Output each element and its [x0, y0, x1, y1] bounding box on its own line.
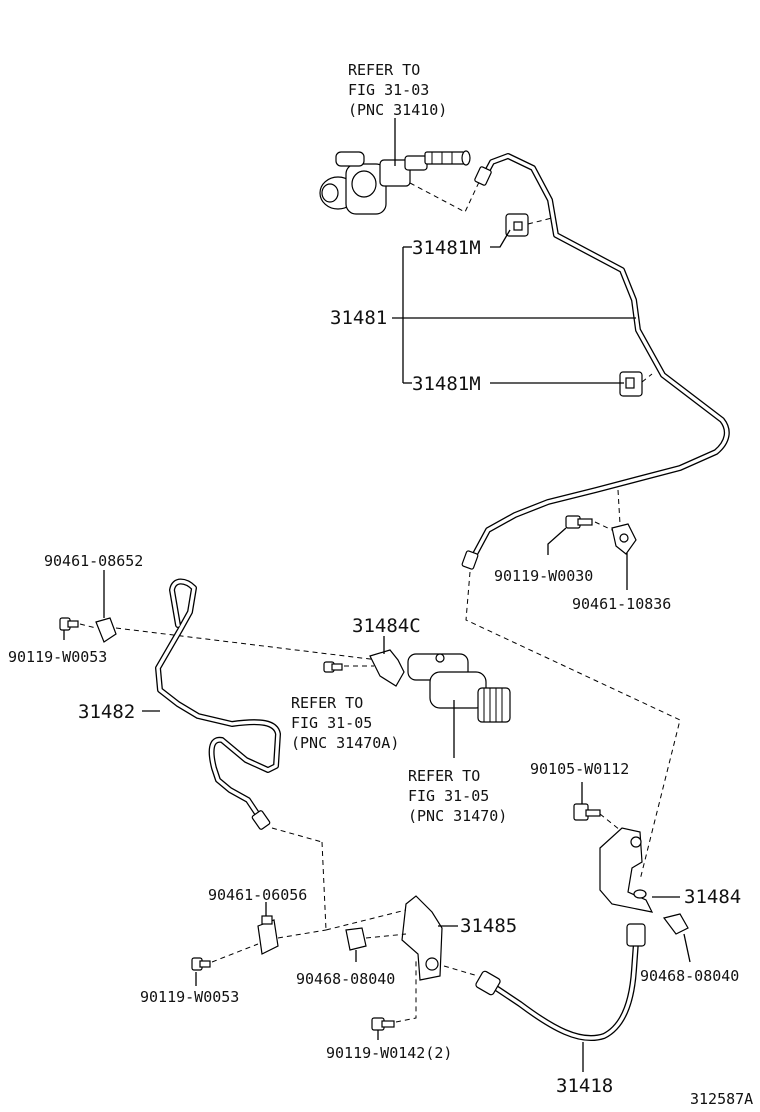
clip-31481m-upper — [505, 213, 529, 237]
slave-cylinder — [407, 653, 511, 723]
part-label-90468-08040-right: 90468-08040 — [640, 967, 739, 985]
bracket-31484c — [369, 649, 405, 687]
refer-top-line1: REFER TO — [348, 61, 420, 79]
part-label-90461-06056: 90461-06056 — [208, 886, 307, 904]
figure-id: 312587A — [690, 1090, 753, 1108]
part-label-90468-08040-left: 90468-08040 — [296, 970, 395, 988]
part-label-90119-w0053-lower: 90119-W0053 — [140, 988, 239, 1006]
part-label-90461-08652: 90461-08652 — [44, 552, 143, 570]
part-label-90461-10836: 90461-10836 — [572, 595, 671, 613]
part-label-90119-w0142: 90119-W0142(2) — [326, 1044, 452, 1062]
bolt-90105-w0112 — [573, 803, 601, 821]
part-label-31481m-lower: 31481M — [412, 373, 481, 395]
bolt-90119-w0053-lower — [191, 957, 211, 971]
refer-low-line3: (PNC 31470) — [408, 807, 507, 825]
clip-31481m-lower — [619, 371, 643, 397]
part-label-31484: 31484 — [684, 886, 741, 908]
part-label-31418: 31418 — [556, 1075, 613, 1097]
part-label-90119-w0053-upper: 90119-W0053 — [8, 648, 107, 666]
refer-top-line2: FIG 31-03 — [348, 81, 429, 99]
clip-90468-08040-left — [345, 927, 367, 951]
bracket-31484 — [599, 827, 654, 913]
bolt-refer-31470a — [323, 661, 343, 673]
part-label-31484c: 31484C — [352, 615, 421, 637]
part-label-31481: 31481 — [330, 307, 387, 329]
refer-top-line3: (PNC 31410) — [348, 101, 447, 119]
refer-mid-line1: REFER TO — [291, 694, 363, 712]
bolt-90119-w0053-upper — [59, 617, 79, 631]
pipe-31481 — [461, 153, 730, 570]
clip-90468-08040-right — [662, 913, 689, 935]
refer-low-line1: REFER TO — [408, 767, 480, 785]
hose-31418 — [475, 923, 646, 1042]
refer-low-line2: FIG 31-05 — [408, 787, 489, 805]
part-label-31481m-upper: 31481M — [412, 237, 481, 259]
master-cylinder-assembly — [319, 150, 471, 215]
clamp-90461-08652 — [95, 617, 117, 643]
pipe-31482 — [155, 578, 281, 830]
clamp-90461-10836 — [611, 523, 637, 555]
part-label-90105-w0112: 90105-W0112 — [530, 760, 629, 778]
part-label-31482: 31482 — [78, 701, 135, 723]
part-label-31485: 31485 — [460, 915, 517, 937]
refer-mid-line2: FIG 31-05 — [291, 714, 372, 732]
bolt-90119-w0142 — [371, 1017, 395, 1031]
bolt-90119-w0030 — [565, 515, 593, 529]
clamp-90461-06056 — [257, 915, 279, 955]
refer-mid-line3: (PNC 31470A) — [291, 734, 399, 752]
part-label-90119-w0030: 90119-W0030 — [494, 567, 593, 585]
bracket-31485 — [401, 895, 443, 981]
